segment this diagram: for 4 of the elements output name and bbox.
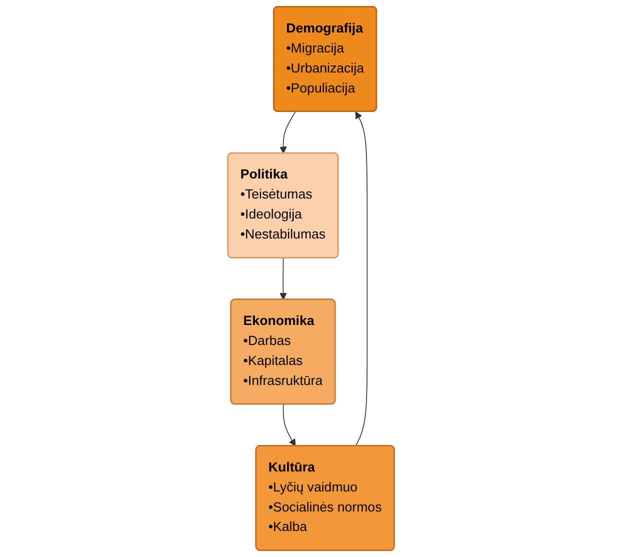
arrow [280,258,287,300]
arrow [280,111,296,154]
arrow [282,404,296,446]
arrow [355,111,368,446]
